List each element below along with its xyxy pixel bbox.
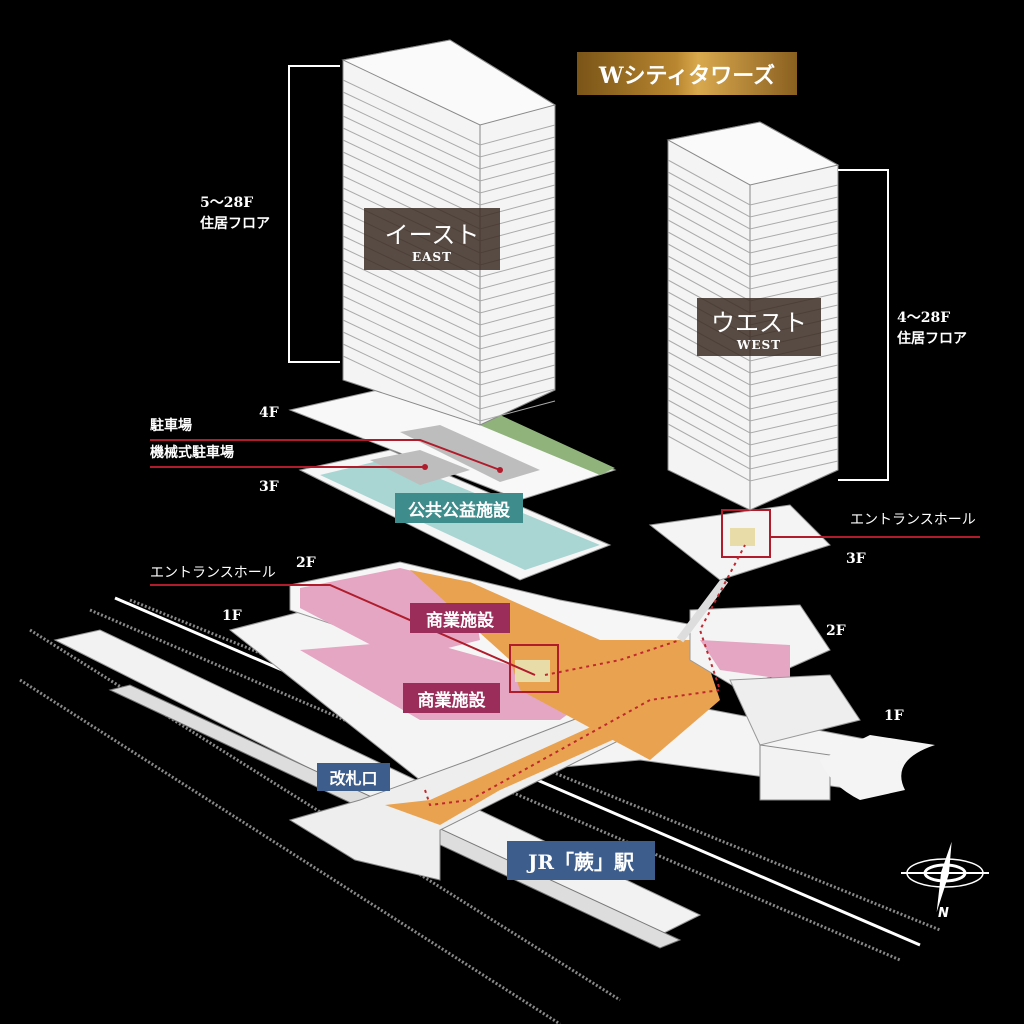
floor-line xyxy=(342,79,556,146)
commercial-2f-label: 商業施設 xyxy=(410,603,510,633)
floor-line xyxy=(667,363,839,410)
east-use-text: 住居フロア xyxy=(200,216,270,232)
floor-line xyxy=(667,423,839,470)
floor-line xyxy=(667,219,839,266)
commercial-1f-label: 商業施設 xyxy=(403,683,500,713)
east-floor-range: 5〜28F 住居フロア xyxy=(200,193,270,235)
floor-line xyxy=(667,327,839,374)
west-floor-range: 4〜28F 住居フロア xyxy=(897,308,967,350)
floor-line xyxy=(342,295,556,362)
west-entrance-callout: エントランスホール xyxy=(850,512,976,528)
west-floor-label-3f: 3F xyxy=(846,551,866,567)
east-entrance-hall xyxy=(515,660,550,682)
floor-line xyxy=(667,387,839,434)
floor-line xyxy=(667,411,839,458)
east-entrance-callout: エントランスホール xyxy=(150,565,276,581)
west-commercial xyxy=(700,640,790,680)
floor-line xyxy=(667,399,839,446)
west-floor-label-2f: 2F xyxy=(826,623,846,639)
east-tower-en: EAST xyxy=(411,249,453,264)
station-name-label: JR「蕨」駅 xyxy=(507,841,655,880)
floor-label-2f: 2F xyxy=(296,555,316,571)
floor-line xyxy=(667,375,839,422)
floor-line xyxy=(342,319,556,386)
mech-parking-callout: 機械式駐車場 xyxy=(150,445,234,461)
compass-north-label: N xyxy=(938,906,949,921)
east-floors-text: 5〜28F xyxy=(200,195,254,211)
west-floors-text: 4〜28F xyxy=(897,310,951,326)
west-use-text: 住居フロア xyxy=(897,331,967,347)
west-entrance-marker xyxy=(721,509,771,558)
floor-label-4f: 4F xyxy=(259,405,279,421)
floor-line xyxy=(667,171,839,218)
floor-line xyxy=(667,339,839,386)
route-path xyxy=(424,544,746,807)
floor-line xyxy=(667,435,839,482)
floor-line xyxy=(342,139,556,206)
east-tower-name: イースト xyxy=(384,220,480,249)
floor-label-3f: 3F xyxy=(259,479,279,495)
rotary xyxy=(820,735,935,800)
west-tower-en: WEST xyxy=(736,337,782,352)
west-tower-name: ウエスト xyxy=(711,308,807,337)
floor-line xyxy=(342,355,556,422)
public-facility-label: 公共公益施設 xyxy=(395,493,523,523)
east-floor-bracket xyxy=(288,65,340,363)
west-floor-bracket xyxy=(838,169,889,481)
west-building-block xyxy=(759,744,831,801)
project-title-badge: Wシティタワーズ xyxy=(577,52,797,95)
floor-line xyxy=(667,351,839,398)
parking-area xyxy=(400,425,540,482)
floor-line xyxy=(342,91,556,158)
floor-line xyxy=(667,231,839,278)
floor-line xyxy=(342,115,556,182)
floor-line xyxy=(667,183,839,230)
floor-label-1f: 1F xyxy=(222,608,242,624)
floor-line xyxy=(667,195,839,242)
bridge xyxy=(676,577,729,643)
floor-line xyxy=(342,283,556,350)
callout-lines xyxy=(150,439,980,676)
floor-line xyxy=(667,243,839,290)
floor-line xyxy=(342,307,556,374)
floor-line xyxy=(667,159,839,206)
floor-line xyxy=(342,259,556,326)
ticket-gate-label: 改札口 xyxy=(317,763,390,791)
east-tower-label: イースト EAST xyxy=(364,208,500,270)
floor-line xyxy=(342,103,556,170)
west-podium-1f xyxy=(729,674,861,746)
floor-line xyxy=(342,331,556,398)
compass-icon xyxy=(901,841,989,913)
east-entrance-marker xyxy=(509,644,559,693)
floor-line xyxy=(342,343,556,410)
floor-line xyxy=(342,127,556,194)
project-title: Wシティタワーズ xyxy=(598,62,776,89)
floor-line xyxy=(342,271,556,338)
commercial-1f-area xyxy=(300,640,600,720)
west-floor-label-1f: 1F xyxy=(884,708,904,724)
west-tower-label: ウエスト WEST xyxy=(697,298,821,356)
west-entrance-hall xyxy=(730,528,755,546)
floor-line xyxy=(667,207,839,254)
parking-callout: 駐車場 xyxy=(150,418,192,434)
